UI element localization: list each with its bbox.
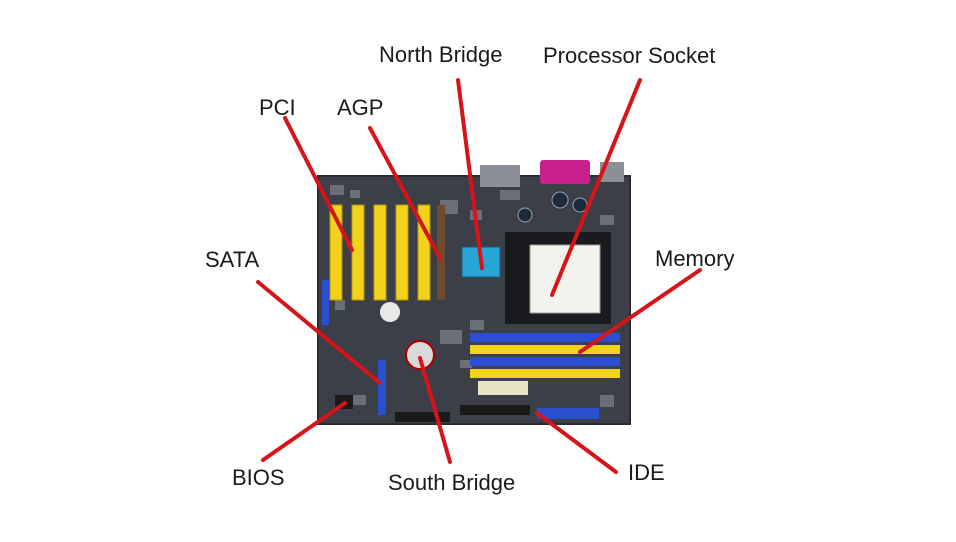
battery [380,302,400,322]
sata-connector-2 [378,360,386,415]
bios-label: BIOS [232,465,285,490]
ide-connector-2 [537,408,599,419]
agp-label: AGP [337,95,384,120]
atx-power [478,381,528,395]
io-ports [480,165,520,187]
ide-connector-1 [460,405,530,415]
south-bridge [405,340,435,370]
processor-socket-label: Processor Socket [543,43,716,68]
agp-pointer [368,126,442,260]
memory-slots [470,333,620,378]
north-bridge-pointer [456,78,484,270]
sata-pointer [256,280,382,385]
pci-label: PCI [259,95,296,120]
pointer-lines [256,78,702,474]
sata-label: SATA [205,247,260,272]
floppy-connector [395,412,450,422]
sata-connector [322,280,329,325]
south-bridge-label: South Bridge [388,470,516,495]
memory-label: Memory [655,246,735,271]
board-components [330,185,614,407]
south-bridge-pointer [418,356,452,464]
ide-label: IDE [628,460,665,485]
bios-pointer [261,401,347,462]
memory-pointer [578,268,702,354]
pci-pointer [283,116,354,252]
pci-slots [329,204,431,301]
north-bridge-label: North Bridge [379,42,503,67]
serial-port [540,160,590,184]
ide-pointer [535,411,618,474]
processor-socket [529,244,601,314]
agp-slot [437,205,445,300]
processor-socket-pointer [550,78,642,297]
